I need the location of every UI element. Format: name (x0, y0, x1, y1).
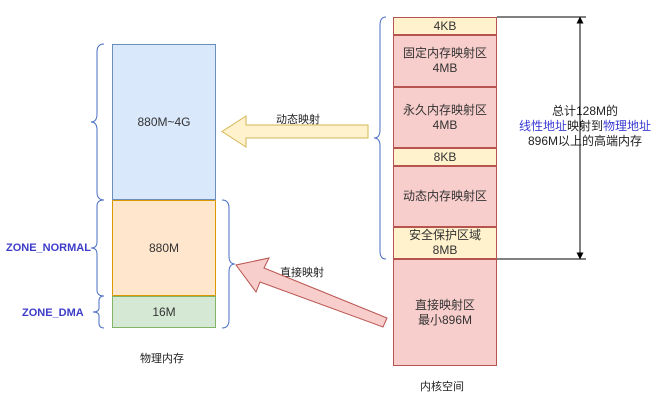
brace-zone-dma (92, 295, 105, 329)
pkmap-region-size: 4MB (432, 117, 458, 132)
direct-map-region-name: 直接映射区 (414, 297, 475, 312)
guard-region-name: 安全保护区域 (408, 228, 481, 242)
pkmap-region: 永久内存映射区 4MB (393, 87, 497, 148)
vmalloc-region-name: 动态内存映射区 (402, 189, 487, 203)
fixmap-region: 固定内存映射区 4MB (393, 35, 497, 87)
kernel-gap-4kb-label: 4KB (433, 18, 457, 33)
dynamic-mapping-label: 动态映射 (276, 114, 320, 126)
brace-lowmem (221, 199, 236, 329)
region-dma-label: 16M (152, 304, 176, 319)
direct-mapping-arrow (235, 257, 388, 328)
annotation-line-2: 线性地址映射到物理地址 (510, 119, 660, 134)
fixmap-region-name: 固定内存映射区 (402, 46, 487, 60)
annotation-line-3: 896M以上的高端内存 (527, 134, 643, 148)
dynamic-mapping-arrow (221, 115, 369, 148)
guard-region-size: 8MB (432, 243, 458, 257)
region-highmem: 880M~4G (112, 44, 216, 200)
guard-region: 安全保护区域 8MB (393, 227, 497, 259)
annotation-physical-address: 物理地址 (603, 119, 652, 133)
region-normal-label: 880M (148, 240, 180, 255)
kernel-gap-4kb: 4KB (393, 17, 497, 35)
kernel-gap-8kb: 8KB (393, 148, 497, 166)
vmalloc-region: 动态内存映射区 (393, 166, 497, 227)
zone-dma-label: ZONE_DMA (22, 307, 84, 319)
direct-map-region: 直接映射区 最小896M (393, 259, 497, 366)
kernel-gap-8kb-label: 8KB (433, 149, 457, 164)
pkmap-region-name: 永久内存映射区 (402, 102, 487, 117)
region-dma: 16M (112, 296, 216, 328)
zone-normal-label: ZONE_NORMAL (6, 242, 91, 254)
annotation-linear-address: 线性地址 (518, 119, 567, 133)
physical-memory-title: 物理内存 (140, 353, 184, 365)
high-memory-annotation: 总计128M的 线性地址映射到物理地址 896M以上的高端内存 (510, 104, 660, 149)
annotation-line-1: 总计128M的 (551, 104, 619, 118)
direct-map-region-size: 最小896M (417, 312, 473, 327)
brace-kernel-highmem (373, 16, 387, 260)
brace-highmem (90, 43, 105, 201)
brace-zone-normal (90, 199, 105, 297)
annotation-maps-to: 映射到 (566, 119, 603, 133)
region-highmem-label: 880M~4G (137, 114, 191, 129)
region-normal: 880M (112, 200, 216, 296)
direct-mapping-label: 直接映射 (280, 267, 324, 279)
fixmap-region-size: 4MB (432, 61, 458, 75)
kernel-space-title: 内核空间 (420, 381, 464, 393)
